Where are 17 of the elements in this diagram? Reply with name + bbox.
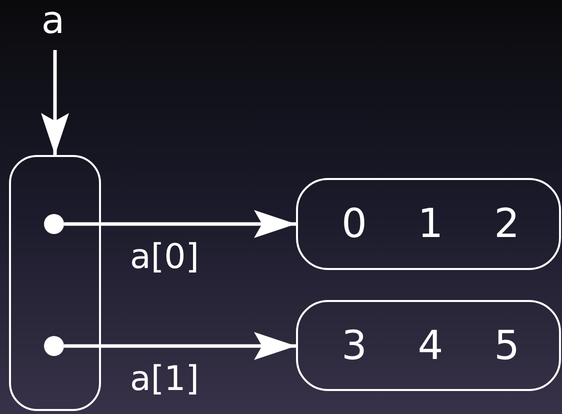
edge-label: a[0] xyxy=(130,240,199,274)
pointer-dot xyxy=(44,336,64,356)
array-element: 4 xyxy=(418,322,444,368)
pointer-dot xyxy=(44,214,64,234)
array-element: 5 xyxy=(494,322,520,368)
arrow xyxy=(41,50,69,155)
pointer-box xyxy=(9,155,101,411)
arrow xyxy=(64,210,296,238)
array-element: 2 xyxy=(494,201,520,247)
variable-label: a xyxy=(40,0,66,40)
edge-label: a[1] xyxy=(130,362,199,396)
array-element: 3 xyxy=(341,322,367,368)
arrow xyxy=(64,332,296,360)
array-box xyxy=(296,300,561,391)
array-box xyxy=(296,178,561,270)
array-element: 1 xyxy=(418,201,444,247)
array-element: 0 xyxy=(341,201,367,247)
